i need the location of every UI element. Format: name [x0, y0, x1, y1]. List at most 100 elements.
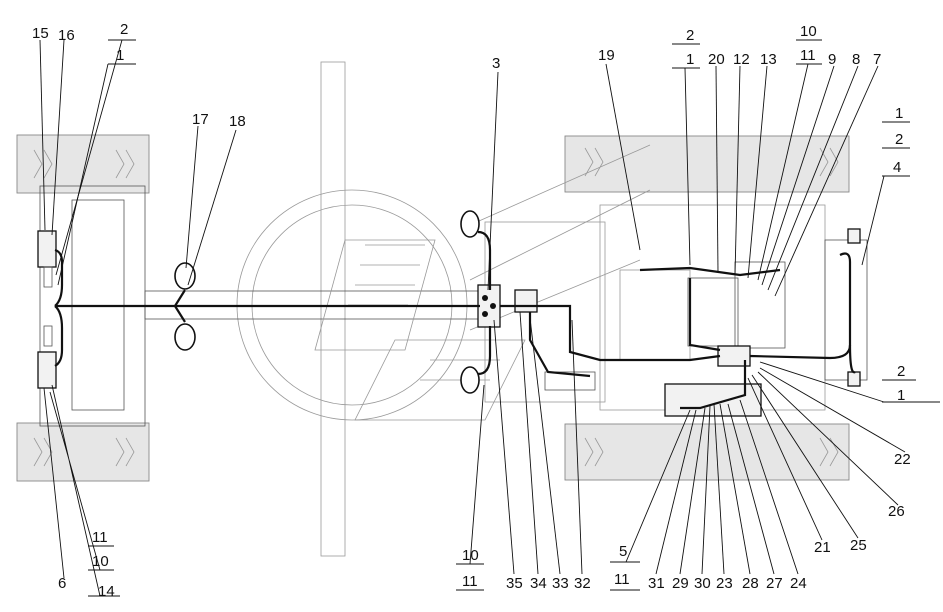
headlamp-harness-right: [848, 344, 856, 374]
leader-28: [719, 403, 751, 575]
front-harness: [500, 304, 721, 362]
callout-34: 34: [530, 575, 547, 592]
callout-2: 2: [686, 27, 694, 44]
callout-15: 15: [32, 25, 49, 42]
callout-30: 30: [694, 575, 711, 592]
rear-branch-left: [54, 248, 64, 307]
leader-32: [571, 319, 583, 575]
relay-box: [514, 289, 538, 313]
watermark-shape: [314, 239, 436, 351]
callout-35: 35: [506, 575, 523, 592]
engine-block: [687, 277, 739, 347]
leader-30: [701, 405, 711, 575]
callout-25: 25: [850, 537, 867, 554]
work-lamp-lower: [174, 323, 196, 351]
callout-31: 31: [648, 575, 665, 592]
callout-13: 13: [760, 51, 777, 68]
cab-lamp-bottom: [460, 366, 480, 394]
leader-10a-11a: [757, 39, 822, 281]
leader-5-11d: [610, 409, 691, 591]
callout-23: 23: [716, 575, 733, 592]
cab-lamp-branch-bottom: [477, 326, 492, 376]
console-branch: [528, 312, 591, 378]
connector-dot: [482, 311, 488, 317]
junction-block: [477, 284, 501, 328]
leader-1c-2c-4: [861, 121, 910, 266]
callout-7: 7: [873, 51, 881, 68]
engine-frame: [599, 204, 826, 411]
leader-2b-1b: [672, 43, 700, 266]
callout-11: 11: [462, 573, 478, 590]
connector-dot: [482, 295, 488, 301]
callout-1: 1: [897, 387, 905, 404]
leader-19: [605, 63, 641, 251]
leader-1a: [57, 63, 136, 286]
callout-26: 26: [888, 503, 905, 520]
leader-10c-11c: [456, 384, 485, 591]
callout-1: 1: [895, 105, 903, 122]
headlamp-left: [847, 228, 861, 244]
callout-22: 22: [894, 451, 911, 468]
leader-25: [751, 374, 859, 539]
callout-16: 16: [58, 27, 75, 44]
leader-9: [761, 65, 835, 286]
callout-12: 12: [733, 51, 750, 68]
battery-box: [664, 383, 762, 417]
callout-2: 2: [897, 363, 905, 380]
cab-lamp-top: [460, 210, 480, 238]
leader-24: [739, 399, 799, 575]
engine-drop: [688, 278, 721, 352]
connector-dot: [490, 303, 496, 309]
callout-2: 2: [120, 21, 128, 38]
callout-29: 29: [672, 575, 689, 592]
rear-left-tire: [16, 134, 150, 194]
callout-5: 5: [619, 543, 627, 560]
leader-17: [185, 125, 199, 269]
leader-2d-1d: [759, 361, 940, 403]
battery-harness: [680, 360, 747, 410]
callout-20: 20: [708, 51, 725, 68]
callout-14: 14: [98, 583, 115, 600]
leader-6: [43, 387, 65, 579]
callout-11: 11: [614, 571, 630, 588]
rear-branch-right: [54, 305, 64, 367]
front-bumper: [824, 239, 868, 381]
leader-2a: [55, 39, 136, 276]
transmission: [619, 269, 691, 361]
work-lamp-upper: [174, 262, 196, 290]
rear-connector: [43, 325, 53, 347]
leader-7: [774, 65, 879, 297]
callout-6: 6: [58, 575, 66, 592]
callout-10: 10: [92, 553, 109, 570]
callout-28: 28: [742, 575, 759, 592]
tread-marks: [33, 437, 135, 467]
leader-35: [493, 319, 515, 575]
callout-17: 17: [192, 111, 209, 128]
work-lamp-branch: [174, 289, 186, 323]
callout-33: 33: [552, 575, 569, 592]
callout-10: 10: [800, 23, 817, 40]
headlamp-harness: [749, 252, 852, 360]
upright-beam: [320, 61, 346, 557]
leader-8: [767, 65, 859, 291]
leader-lines: [39, 39, 940, 597]
leader-26: [757, 371, 899, 506]
leader-22: [759, 367, 906, 453]
radiator: [734, 261, 786, 349]
callout-27: 27: [766, 575, 783, 592]
leader-18: [187, 129, 237, 286]
callout-9: 9: [828, 51, 836, 68]
leader-21: [747, 377, 823, 541]
rear-lamp-right: [37, 351, 57, 389]
callout-11: 11: [92, 529, 108, 546]
rear-connector: [43, 266, 53, 288]
components: [37, 210, 861, 394]
callout-1: 1: [116, 47, 124, 64]
callout-21: 21: [814, 539, 831, 556]
chassis-outline: [16, 61, 868, 557]
tread-marks: [33, 149, 135, 179]
rear-right-tire: [16, 422, 150, 482]
leader-3: [487, 71, 499, 291]
